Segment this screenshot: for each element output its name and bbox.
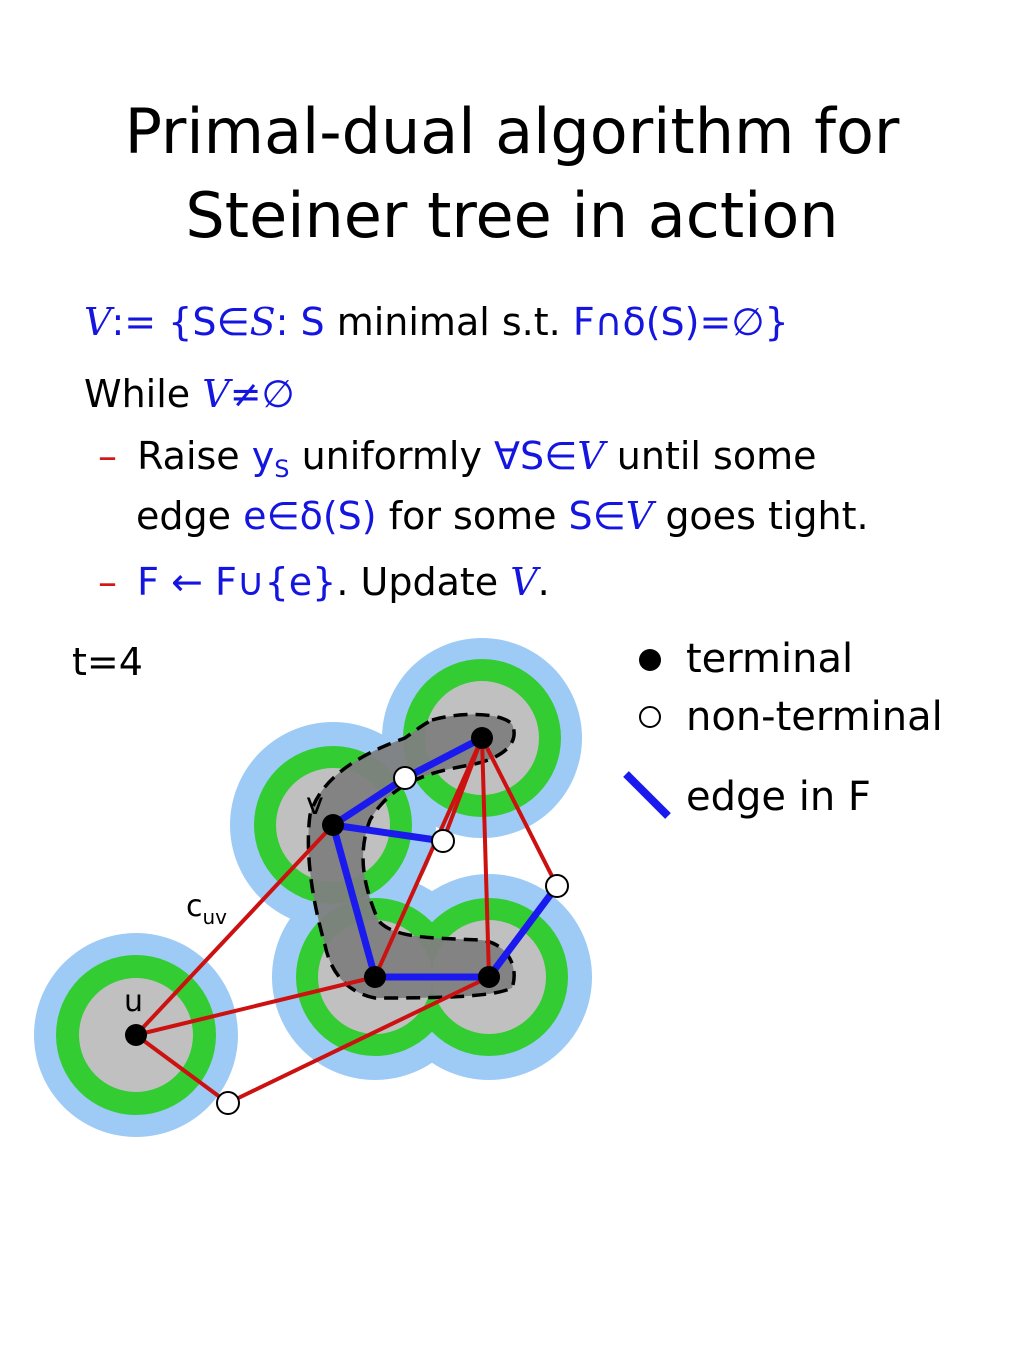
definition-condition: F∩δ(S)=∅} (572, 300, 789, 344)
edge-f-v-bl (329, 824, 379, 978)
edge-label-c: c (186, 889, 203, 924)
edge-label-cuv: cuv (186, 889, 227, 929)
definition-colon: : S (275, 300, 325, 344)
legend-edge-label: edge in F (686, 774, 871, 820)
bullet-1-v-symbol: V (577, 434, 605, 478)
title-line-2: Steiner tree in action (185, 179, 839, 252)
while-condition: ≠∅ (229, 372, 295, 416)
s-symbol: S (249, 300, 276, 344)
non-terminal-w (216, 1091, 240, 1115)
edge-w-br (227, 975, 490, 1105)
time-label: t=4 (72, 640, 143, 684)
non-terminal-z (393, 766, 417, 790)
edge-tr-bl (373, 737, 484, 978)
y-subscript: S (274, 455, 290, 483)
while-line: While V≠∅ (84, 372, 295, 416)
definition-assign: := {S∈ (111, 300, 250, 344)
bullet-1-s-in: S∈ (568, 494, 626, 538)
edge-u-w (134, 1033, 230, 1105)
terminal-bottom-left (364, 966, 386, 988)
red-edges (134, 737, 559, 1105)
non-terminal-x (431, 829, 455, 853)
while-v-symbol: V (202, 372, 230, 416)
node-label-u: u (124, 984, 143, 1019)
edge-f-v-x (332, 821, 444, 845)
terminal-v (322, 814, 344, 836)
bullet-1-forall: ∀S∈ (494, 434, 578, 478)
bullet-1-uniformly: uniformly (289, 434, 495, 478)
title-line-1: Primal-dual algorithm for (124, 95, 900, 168)
bullet-2-period: . (537, 560, 550, 604)
bullet-2-v-symbol: V (510, 560, 538, 604)
non-terminals (216, 766, 569, 1115)
edge-f-br-y (486, 883, 560, 980)
y-variable: y (251, 434, 275, 478)
edge-f-z-tr (403, 734, 484, 782)
bullet-dash-2: – (98, 560, 117, 604)
terminals (125, 727, 500, 1046)
legend-non-terminal-label: non-terminal (686, 694, 943, 740)
legend-terminal-label: terminal (686, 636, 854, 682)
edge-f-v-z (331, 775, 407, 828)
bullet-1-line-2: edge e∈δ(S) for some S∈V goes tight. (136, 494, 869, 538)
bullet-1-until: until some (604, 434, 817, 478)
bullet-1-goes-tight: goes tight. (653, 494, 869, 538)
terminal-u (125, 1024, 147, 1046)
bullet-2-update-f: F ← F∪{e} (137, 560, 337, 604)
bullet-1-edge: edge (136, 494, 244, 538)
edge-tr-x (441, 737, 484, 842)
blue-edges (329, 734, 560, 981)
bullet-1-for-some: for some (376, 494, 569, 538)
bullet-1-raise: Raise (137, 434, 252, 478)
legend-non-terminal-icon (639, 706, 661, 728)
while-keyword: While (84, 372, 203, 416)
definition-minimal: minimal s.t. (324, 300, 573, 344)
terminal-top-right (471, 727, 493, 749)
edge-tr-br (480, 737, 491, 978)
bullet-1-e-in: e∈δ(S) (243, 494, 377, 538)
legend-edge-icon (623, 771, 671, 819)
steiner-diagram: v u cuv (34, 638, 592, 1137)
bullet-2-update: . Update (336, 560, 511, 604)
edge-u-v (134, 823, 335, 1037)
bullet-dash: – (98, 434, 117, 478)
node-label-v: v (306, 787, 324, 822)
bullet-2-line: – F ← F∪{e}. Update V. (98, 560, 550, 604)
definition-line: V:= {S∈S: S minimal s.t. F∩δ(S)=∅} (84, 300, 789, 344)
edge-u-bl (135, 975, 376, 1037)
bullet-1-line-1: – Raise yS uniformly ∀S∈V until some (98, 434, 817, 483)
legend-terminal-icon (639, 649, 661, 671)
edge-tr-y (480, 737, 559, 887)
bullet-1-v-symbol-2: V (625, 494, 654, 538)
edge-label-sub: uv (203, 905, 228, 929)
non-terminal-y (545, 874, 569, 898)
terminal-bottom-right (478, 966, 500, 988)
page-title: Primal-dual algorithm for Steiner tree i… (0, 90, 1024, 258)
v-symbol: V (84, 300, 112, 344)
